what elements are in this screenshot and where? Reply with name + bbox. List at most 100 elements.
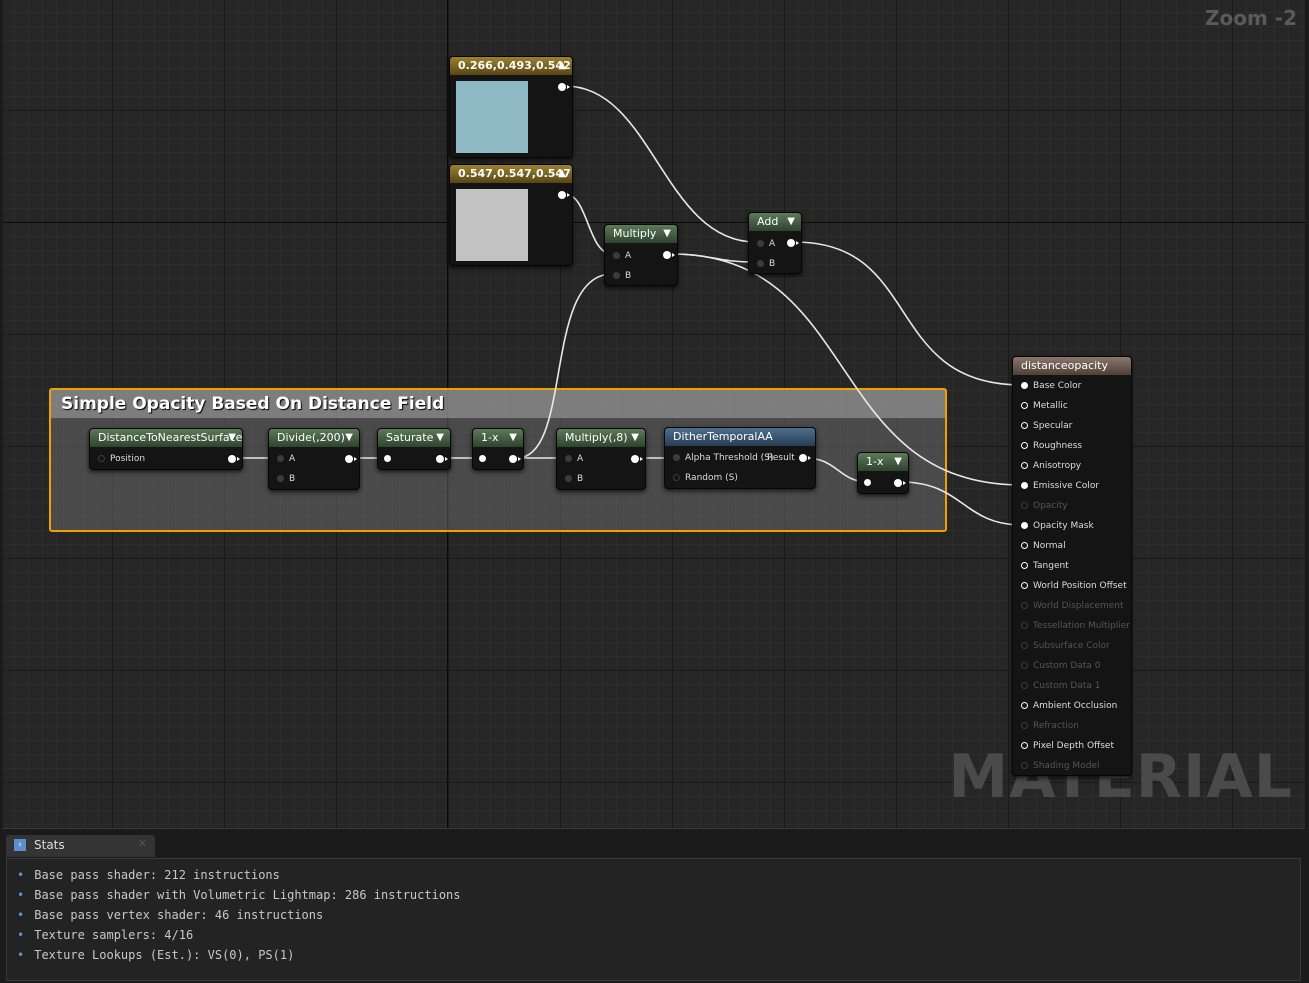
input-pin-b[interactable]: B	[277, 473, 295, 485]
output-pin[interactable]	[228, 455, 240, 463]
chevron-down-icon[interactable]: ▼	[509, 432, 517, 443]
node-title: 1-x	[481, 431, 499, 444]
multiply-8-node[interactable]: Multiply(,8) ▼ A B	[556, 428, 646, 490]
material-input-metallic[interactable]: Metallic	[1021, 400, 1068, 412]
input-pin-a[interactable]: A	[277, 453, 295, 465]
collapse-arrow-icon[interactable]: ▲	[558, 168, 566, 179]
stats-list: Base pass shader: 212 instructionsBase p…	[7, 859, 1300, 965]
chevron-down-icon[interactable]: ▼	[345, 432, 353, 443]
input-pin[interactable]	[864, 477, 876, 489]
tab-stats[interactable]: › Stats ✕	[6, 835, 155, 857]
pin-label: Random (S)	[685, 473, 738, 483]
material-input-base-color[interactable]: Base Color	[1021, 380, 1081, 392]
distance-to-nearest-surface-node[interactable]: DistanceToNearestSurface ▼ Position	[89, 428, 243, 470]
collapse-arrow-icon[interactable]: ▲	[558, 60, 566, 71]
chevron-down-icon[interactable]: ▼	[663, 228, 671, 239]
divide-node[interactable]: Divide(,200) ▼ A B	[268, 428, 360, 490]
input-pin-position[interactable]: Position	[98, 453, 145, 465]
pin-dot-icon	[613, 272, 620, 279]
chevron-down-icon[interactable]: ▼	[631, 432, 639, 443]
node-header: Divide(,200) ▼	[269, 429, 359, 447]
chevron-down-icon[interactable]: ▼	[436, 432, 444, 443]
input-pin-b[interactable]: B	[757, 258, 775, 270]
pin-dot-icon	[98, 455, 105, 462]
constant3vector-node-2[interactable]: 0.547,0.547,0.547 ▲	[449, 164, 573, 266]
one-minus-node-2[interactable]: 1-x ▼	[857, 452, 909, 494]
stats-icon: ›	[14, 839, 26, 851]
input-pin-b[interactable]: B	[613, 270, 631, 282]
close-icon[interactable]: ✕	[137, 837, 147, 850]
pin-dot-icon	[864, 479, 871, 486]
pin-dot-icon	[1021, 482, 1028, 489]
material-input-tangent[interactable]: Tangent	[1021, 560, 1069, 572]
output-pin[interactable]	[436, 455, 448, 463]
material-graph-canvas[interactable]: Zoom -2 MATERIAL Simple Opacity Based On…	[3, 0, 1305, 829]
pin-dot-icon	[384, 455, 391, 462]
node-header: Saturate ▼	[378, 429, 450, 447]
chevron-down-icon[interactable]: ▼	[894, 456, 902, 467]
output-pin[interactable]	[509, 455, 521, 463]
pin-dot-icon	[277, 475, 284, 482]
material-input-roughness[interactable]: Roughness	[1021, 440, 1082, 452]
material-input-custom-data-0: Custom Data 0	[1021, 660, 1100, 672]
tab-label: Stats	[34, 838, 65, 852]
material-input-opacity-mask[interactable]: Opacity Mask	[1021, 520, 1094, 532]
input-pin[interactable]	[479, 453, 491, 465]
material-input-world-position-offset[interactable]: World Position Offset	[1021, 580, 1127, 592]
input-pin-b[interactable]: B	[565, 473, 583, 485]
pin-label: A	[577, 454, 584, 464]
node-title: Add	[757, 215, 779, 228]
pin-dot-icon	[479, 455, 486, 462]
pin-dot-icon	[1021, 542, 1028, 549]
material-input-normal[interactable]: Normal	[1021, 540, 1066, 552]
pin-dot-icon	[1021, 602, 1028, 609]
material-input-custom-data-1: Custom Data 1	[1021, 680, 1100, 692]
multiply-node[interactable]: Multiply ▼ A B	[604, 224, 678, 286]
input-pin-a[interactable]: A	[565, 453, 583, 465]
pin-dot-icon	[1021, 642, 1028, 649]
pin-label: Ambient Occlusion	[1033, 701, 1118, 711]
output-pin[interactable]	[787, 239, 799, 247]
pin-dot-icon	[673, 454, 680, 461]
output-pin[interactable]	[894, 479, 906, 487]
material-input-specular[interactable]: Specular	[1021, 420, 1072, 432]
output-pin[interactable]	[345, 455, 357, 463]
node-title: 1-x	[866, 455, 884, 468]
saturate-node[interactable]: Saturate ▼	[377, 428, 451, 470]
pin-label: Base Color	[1033, 381, 1082, 391]
chevron-down-icon[interactable]: ▼	[787, 216, 795, 227]
material-title: distanceopacity	[1021, 359, 1108, 372]
pin-label: B	[769, 259, 776, 269]
chevron-down-icon[interactable]: ▼	[228, 432, 236, 443]
input-pin-random[interactable]: Random (S)	[673, 472, 738, 484]
pin-label: A	[769, 239, 776, 249]
node-header: 1-x ▼	[858, 453, 908, 471]
pin-label: Tangent	[1033, 561, 1069, 571]
material-input-pixel-depth-offset[interactable]: Pixel Depth Offset	[1021, 740, 1114, 752]
output-pin[interactable]	[558, 191, 570, 199]
material-input-tessellation-multiplier: Tessellation Multiplier	[1021, 620, 1130, 632]
material-input-ambient-occlusion[interactable]: Ambient Occlusion	[1021, 700, 1117, 712]
add-node[interactable]: Add ▼ A B	[748, 212, 802, 274]
node-title: DitherTemporalAA	[673, 430, 773, 443]
output-pin[interactable]	[558, 83, 570, 91]
pin-dot-icon	[1021, 722, 1028, 729]
dither-temporal-aa-node[interactable]: DitherTemporalAA Alpha Threshold (S) Res…	[664, 427, 816, 489]
input-pin[interactable]	[384, 453, 396, 465]
output-pin[interactable]	[663, 251, 675, 259]
material-input-world-displacement: World Displacement	[1021, 600, 1124, 612]
node-header: 1-x ▼	[473, 429, 523, 447]
input-pin-alpha-threshold[interactable]: Alpha Threshold (S)	[673, 452, 773, 464]
material-input-anisotropy[interactable]: Anisotropy	[1021, 460, 1081, 472]
input-pin-a[interactable]: A	[757, 238, 775, 250]
constant3vector-node-1[interactable]: 0.266,0.493,0.542 ▲	[449, 56, 573, 158]
comment-title[interactable]: Simple Opacity Based On Distance Field	[51, 390, 945, 418]
output-pin[interactable]	[799, 454, 811, 462]
output-label-result: Result	[767, 452, 795, 464]
one-minus-node[interactable]: 1-x ▼	[472, 428, 524, 470]
input-pin-a[interactable]: A	[613, 250, 631, 262]
material-input-emissive-color[interactable]: Emissive Color	[1021, 480, 1099, 492]
pin-dot-icon	[757, 240, 764, 247]
output-pin[interactable]	[631, 455, 643, 463]
